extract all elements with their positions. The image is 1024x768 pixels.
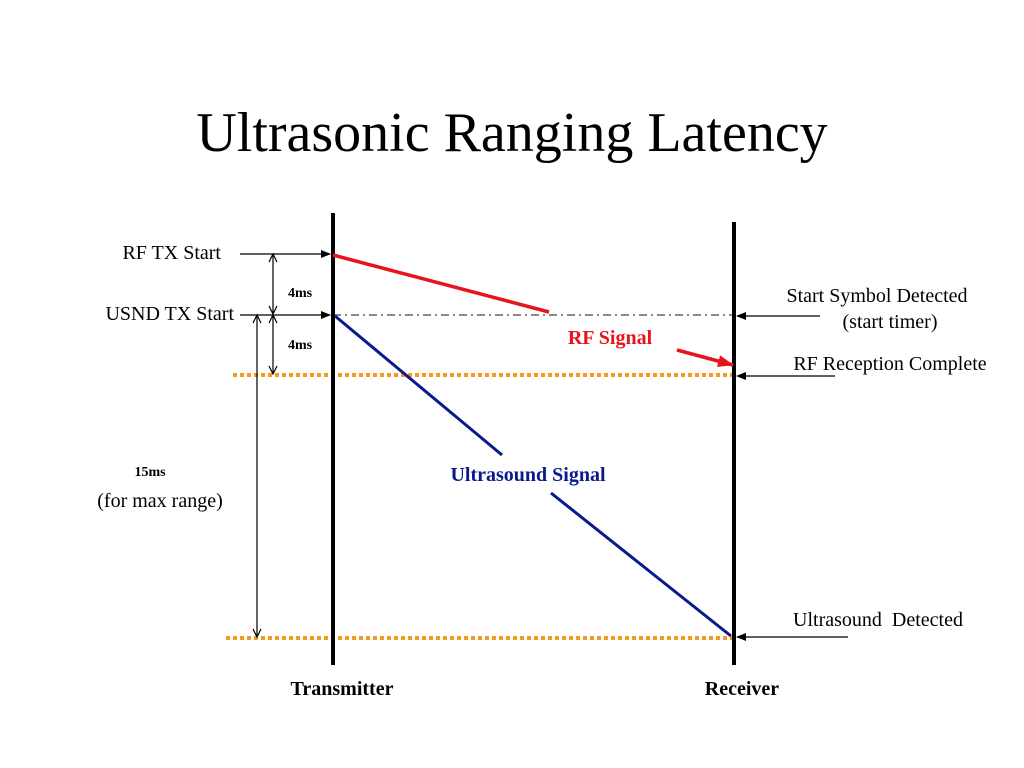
gap1-label: 4ms: [288, 286, 313, 301]
usnd-tx-start-label: USND TX Start: [105, 303, 234, 325]
rf-signal-arrow: [676, 348, 734, 367]
transmitter-label: Transmitter: [291, 678, 394, 700]
total-label: 15ms: [134, 465, 166, 480]
rf-signal-label: RF Signal: [568, 327, 653, 349]
gap1-dimension-arrow: [268, 252, 278, 316]
ultrasound-signal-label: Ultrasound Signal: [450, 464, 605, 486]
ultrasound-detected-label: Ultrasound Detected: [793, 609, 963, 631]
rf-signal-line: [332, 253, 550, 314]
total-note-label: (for max range): [97, 490, 223, 512]
rf-tx-start-label: RF TX Start: [122, 242, 221, 264]
rf-reception-complete-label: RF Reception Complete: [793, 353, 986, 375]
ultrasound-signal-line-lower: [550, 491, 732, 638]
gap2-dimension-arrow: [268, 313, 278, 376]
start-symbol-label: Start Symbol Detected: [786, 285, 967, 307]
total-dimension-arrow: [252, 313, 262, 639]
ultrasound-signal-line-upper: [334, 314, 503, 457]
start-timer-label: (start timer): [843, 311, 938, 333]
slide-title: Ultrasonic Ranging Latency: [196, 102, 828, 164]
gap2-label: 4ms: [288, 338, 313, 353]
receiver-label: Receiver: [705, 678, 780, 700]
